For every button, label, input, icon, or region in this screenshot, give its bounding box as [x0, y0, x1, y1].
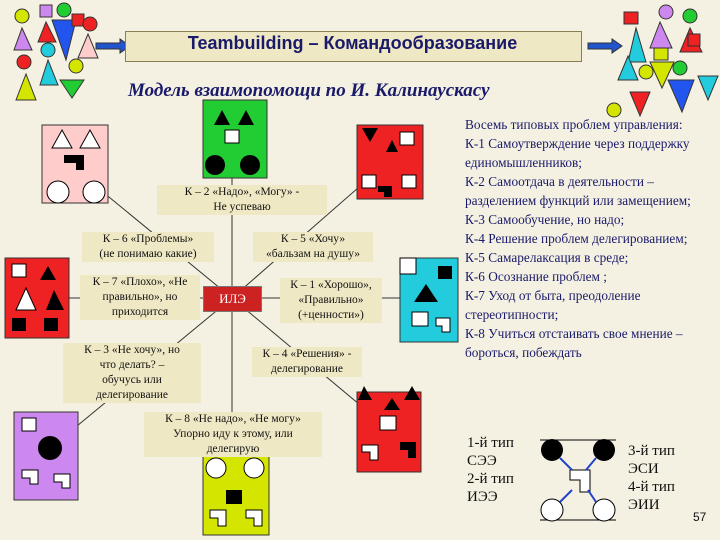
legend-circle-bottom-left [540, 498, 564, 522]
legend-type2: 2-й тип [467, 471, 514, 487]
node-k1-tile [399, 257, 459, 343]
legend-circle-top-left [541, 439, 563, 461]
legend-diagram [540, 439, 616, 522]
node-k6-tile [41, 124, 109, 204]
label-k6: К – 6 «Проблемы» (не понимаю какие) [82, 232, 214, 262]
problem-item: К-7 Уход от быта, преодоление стереотипн… [465, 288, 641, 322]
problem-item: К-3 Самообучение, но надо; [465, 212, 625, 227]
label-k5: К – 5 «Хочу» «бальзам на душу» [253, 232, 373, 262]
problem-item: К-6 Осознание проблем ; [465, 269, 607, 284]
node-k3-tile [13, 411, 79, 501]
label-k3: К – 3 «Не хочу», но что делать? – обучус… [63, 343, 201, 403]
problem-item: К-1 Самоутверждение через поддержку един… [465, 136, 690, 170]
legend-type2-code: ИЭЭ [467, 489, 498, 505]
node-k2-tile [202, 99, 268, 179]
node-k4-tile [356, 386, 422, 473]
problem-item: К-4 Решение проблем делегированием; [465, 231, 688, 246]
legend-arrows [559, 457, 597, 503]
legend-left: 1-й тип СЭЭ 2-й тип ИЭЭ [467, 434, 514, 506]
label-k1: К – 1 «Хорошо», «Правильно» (+ценности») [280, 278, 382, 323]
center-ile: ИЛЭ [203, 286, 262, 312]
node-k7-tile [4, 257, 70, 339]
page-subtitle: Модель взаимопомощи по И. Калинаускасу [128, 80, 490, 101]
arrow-right-icon [587, 38, 623, 54]
people-figures-top-right [606, 4, 719, 118]
label-k7: К – 7 «Плохо», «Не правильно», но приход… [80, 275, 200, 320]
people-figures-top-left [13, 2, 99, 101]
legend-type3: 3-й тип [628, 443, 675, 459]
problems-list: Восемь типовых проблем управления: К-1 С… [465, 115, 715, 362]
label-k8: К – 8 «Не надо», «Не могу» Упорно иду к … [144, 412, 322, 457]
legend-center-shape [569, 469, 591, 493]
legend-type4-code: ЭИИ [628, 497, 660, 513]
legend-type1: 1-й тип [467, 435, 514, 451]
legend-right: 3-й тип ЭСИ 4-й тип ЭИИ [628, 442, 675, 514]
node-k5-tile [356, 124, 424, 200]
legend-type4: 4-й тип [628, 479, 675, 495]
problem-item: К-5 Самарелаксация в среде; [465, 250, 629, 265]
label-k2: К – 2 «Надо», «Могу» - Не успеваю [157, 185, 327, 215]
legend-type3-code: ЭСИ [628, 461, 659, 477]
problem-item: К-2 Самоотдача в деятельности – разделен… [465, 174, 691, 208]
page-number: 57 [693, 510, 707, 524]
page-title: Teambuilding – Командообразование [187, 33, 518, 53]
title-bar [125, 31, 582, 62]
legend-circle-bottom-right [592, 498, 616, 522]
label-k4: К – 4 «Решения» - делегирование [252, 347, 362, 377]
problems-heading: Восемь типовых проблем управления: [465, 117, 683, 132]
node-k8-tile [202, 449, 270, 536]
problem-item: К-8 Учиться отстаивать свое мнение – бор… [465, 326, 683, 360]
legend-circle-top-right [593, 439, 615, 461]
legend-type1-code: СЭЭ [467, 453, 497, 469]
